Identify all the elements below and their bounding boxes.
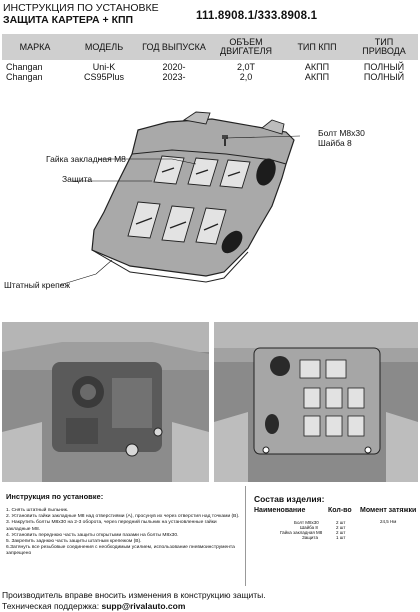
guard-plate-illustration <box>59 111 301 286</box>
support-line: Техническая поддержка: supp@rivalauto.co… <box>2 601 418 612</box>
drain-hatch-lower <box>221 230 243 254</box>
col-drive: ТИП ПРИВОДА <box>350 34 418 60</box>
product-title: ЗАЩИТА КАРТЕРА + КПП <box>3 14 134 26</box>
vent-windows-lower <box>127 201 227 245</box>
instruction-step: 6.Затянуть все резьбовые соединения с не… <box>6 545 235 557</box>
col-model: МОДЕЛЬ <box>68 34 140 60</box>
instructions-list: 1. Снять штатный пыльник. 2. Установить … <box>6 508 242 558</box>
kit-item-name: Болт М8х30 <box>294 520 319 525</box>
kit-item-qty: 1 шт <box>336 535 346 540</box>
kit-item-name: Шайба 8 <box>300 525 318 530</box>
callout-guard: Защита <box>62 174 93 184</box>
photo-engine-underside <box>2 322 209 482</box>
installed-guard-plate <box>253 347 381 455</box>
instruction-step: 2. Установить гайки закладные М8 над отв… <box>6 514 240 520</box>
support-label: Техническая поддержка: <box>2 600 102 611</box>
col-year: ГОД ВЫПУСКА <box>140 34 208 60</box>
kit-item-torque: 24,5 Нм <box>380 519 397 524</box>
guard-plate <box>91 118 295 277</box>
document-header: ИНСТРУКЦИЯ ПО УСТАНОВКЕ ЗАЩИТА КАРТЕРА +… <box>0 0 420 34</box>
support-email-link[interactable]: supp@rivalauto.com <box>101 600 186 611</box>
kit-item-qty: 2 шт <box>336 525 346 530</box>
photo-guard-installed <box>214 322 418 482</box>
instructions-title: Инструкция по установке: <box>6 492 104 501</box>
col-brand: МАРКА <box>2 34 68 60</box>
callout-stock-fastener: Штатный крепеж <box>4 280 71 290</box>
part-number: 111.8908.1/333.8908.1 <box>196 10 318 22</box>
vehicle-spec-table: МАРКА МОДЕЛЬ ГОД ВЫПУСКА ОБЪЕМ ДВИГАТЕЛЯ… <box>2 34 418 84</box>
guard-diagram: Болт М8х30 Шайба 8 Гайка закладная М8 За… <box>0 102 420 317</box>
instruction-step: 3. Накрутить болты М8х30 на 2-3 оборота,… <box>6 520 217 532</box>
kit-item-qty: 2 шт <box>336 520 346 525</box>
installation-steps-panel: Инструкция по установке: 1. Снять штатны… <box>2 486 246 586</box>
instruction-step: 1. Снять штатный пыльник. <box>6 508 69 513</box>
kit-header-row: Наименование Кол-во Момент затяжки <box>250 507 418 517</box>
kit-item-name: Гайка закладная М8 <box>280 530 323 535</box>
kit-title: Состав изделия: <box>254 494 325 504</box>
drain-hatch-upper <box>256 158 276 186</box>
kit-item-qty: 2 шт <box>336 530 346 535</box>
spec-header-row: МАРКА МОДЕЛЬ ГОД ВЫПУСКА ОБЪЕМ ДВИГАТЕЛЯ… <box>2 34 418 60</box>
instruction-step: 5. Закрепить заднюю часть защиты штатным… <box>6 539 142 545</box>
doc-type-title: ИНСТРУКЦИЯ ПО УСТАНОВКЕ <box>3 2 159 14</box>
callout-captive-nut: Гайка закладная М8 <box>46 154 126 164</box>
kit-col-qty: Кол-во <box>328 507 352 514</box>
callout-bolt: Болт М8х30 <box>318 128 365 138</box>
callout-washer: Шайба 8 <box>318 138 352 148</box>
document-footer: Производитель вправе вносить изменения в… <box>2 590 418 611</box>
kit-col-torque: Момент затяжки <box>360 507 417 514</box>
instruction-step: 4. Установить переднюю часть защиты откр… <box>6 532 179 538</box>
kit-contents-panel: Состав изделия: Наименование Кол-во Моме… <box>250 486 418 586</box>
col-engine: ОБЪЕМ ДВИГАТЕЛЯ <box>208 34 284 60</box>
kit-col-name: Наименование <box>254 507 306 514</box>
disclaimer-text: Производитель вправе вносить изменения в… <box>2 590 266 600</box>
cell-year: 2020-2023- <box>162 62 186 82</box>
bolt-icon <box>222 135 228 146</box>
col-gearbox: ТИП КПП <box>284 34 350 60</box>
kit-item-name: Защита <box>302 535 318 540</box>
